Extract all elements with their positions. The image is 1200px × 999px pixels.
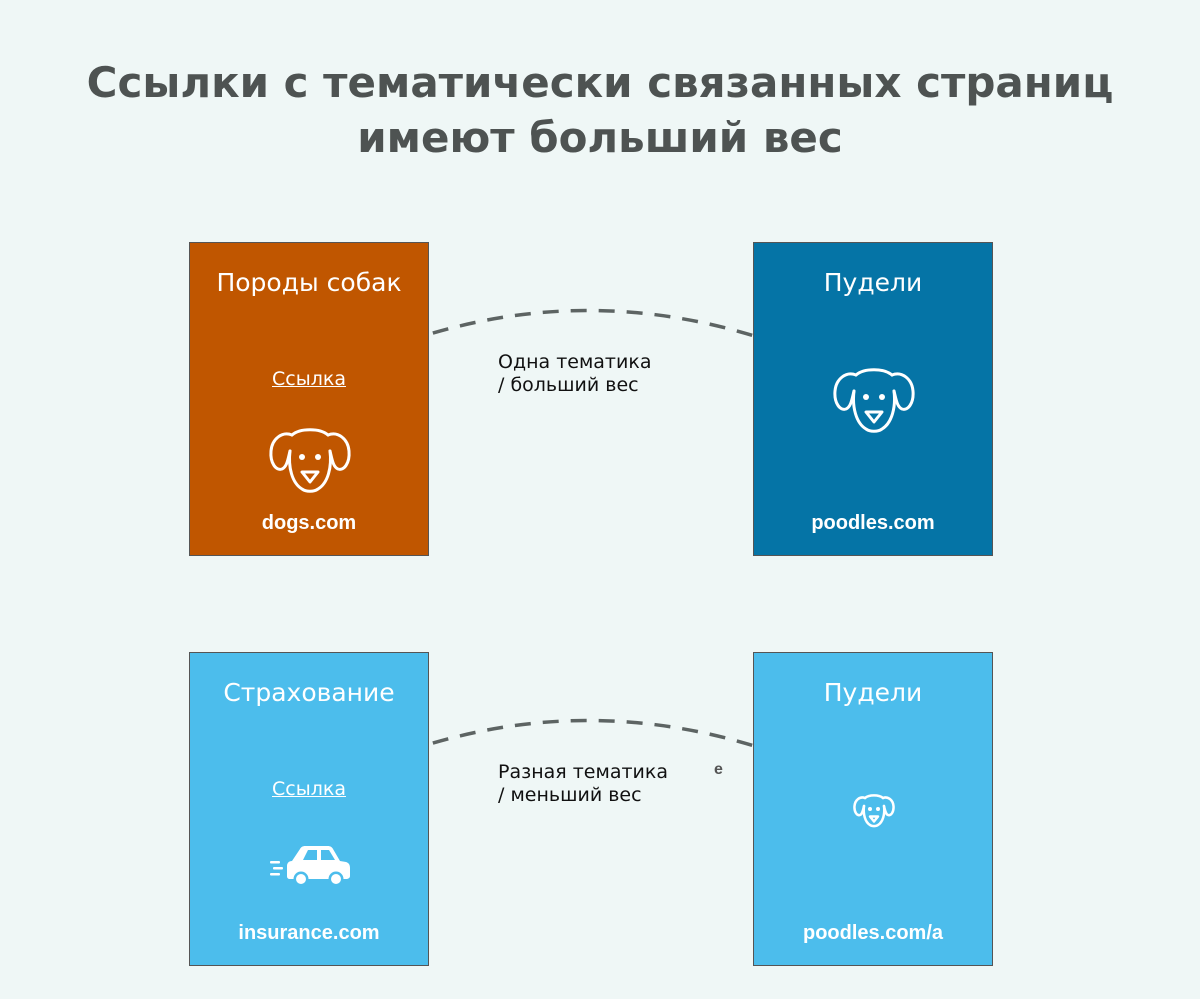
target-card-poodles-a: Пудели poodles.com/a	[753, 652, 993, 966]
arrow-label-line-2: / меньший вес	[498, 784, 642, 806]
card-heading: Страхование	[223, 678, 395, 707]
card-heading: Пудели	[823, 268, 923, 297]
card-domain: dogs.com	[261, 512, 357, 534]
arrow-label-line-1: Разная тематика	[498, 761, 669, 783]
card-link[interactable]: Ссылка	[272, 368, 346, 390]
card-heading: Пудели	[823, 678, 923, 707]
arrow-label-line-2: / больший вес	[498, 374, 639, 396]
dog-icon	[269, 428, 351, 493]
car-icon	[270, 846, 350, 887]
dog-icon	[853, 794, 895, 828]
dog-icon	[833, 368, 915, 433]
page-title: Ссылки с тематически связанных страниц и…	[0, 55, 1200, 165]
source-card-insurance: Страхование Ссылка insurance.com	[189, 652, 429, 966]
title-line-1: Ссылки с тематически связанных страниц	[86, 58, 1114, 107]
target-card-poodles: Пудели poodles.com	[753, 242, 993, 556]
stray-letter: e	[714, 761, 723, 778]
source-card-dogs: Породы собак Ссылка dogs.com	[189, 242, 429, 556]
card-domain: poodles.com	[811, 512, 935, 534]
card-link[interactable]: Ссылка	[272, 778, 346, 800]
arrow-label-line-1: Одна тематика	[498, 351, 652, 373]
arrow-label-bottom: Разная тематика / меньший вес	[498, 761, 668, 807]
card-domain: poodles.com/a	[802, 922, 944, 944]
arrow-label-top: Одна тематика / больший вес	[498, 351, 651, 397]
card-heading: Породы собак	[216, 268, 402, 297]
card-domain: insurance.com	[238, 922, 380, 944]
title-line-2: имеют больший вес	[357, 113, 843, 162]
